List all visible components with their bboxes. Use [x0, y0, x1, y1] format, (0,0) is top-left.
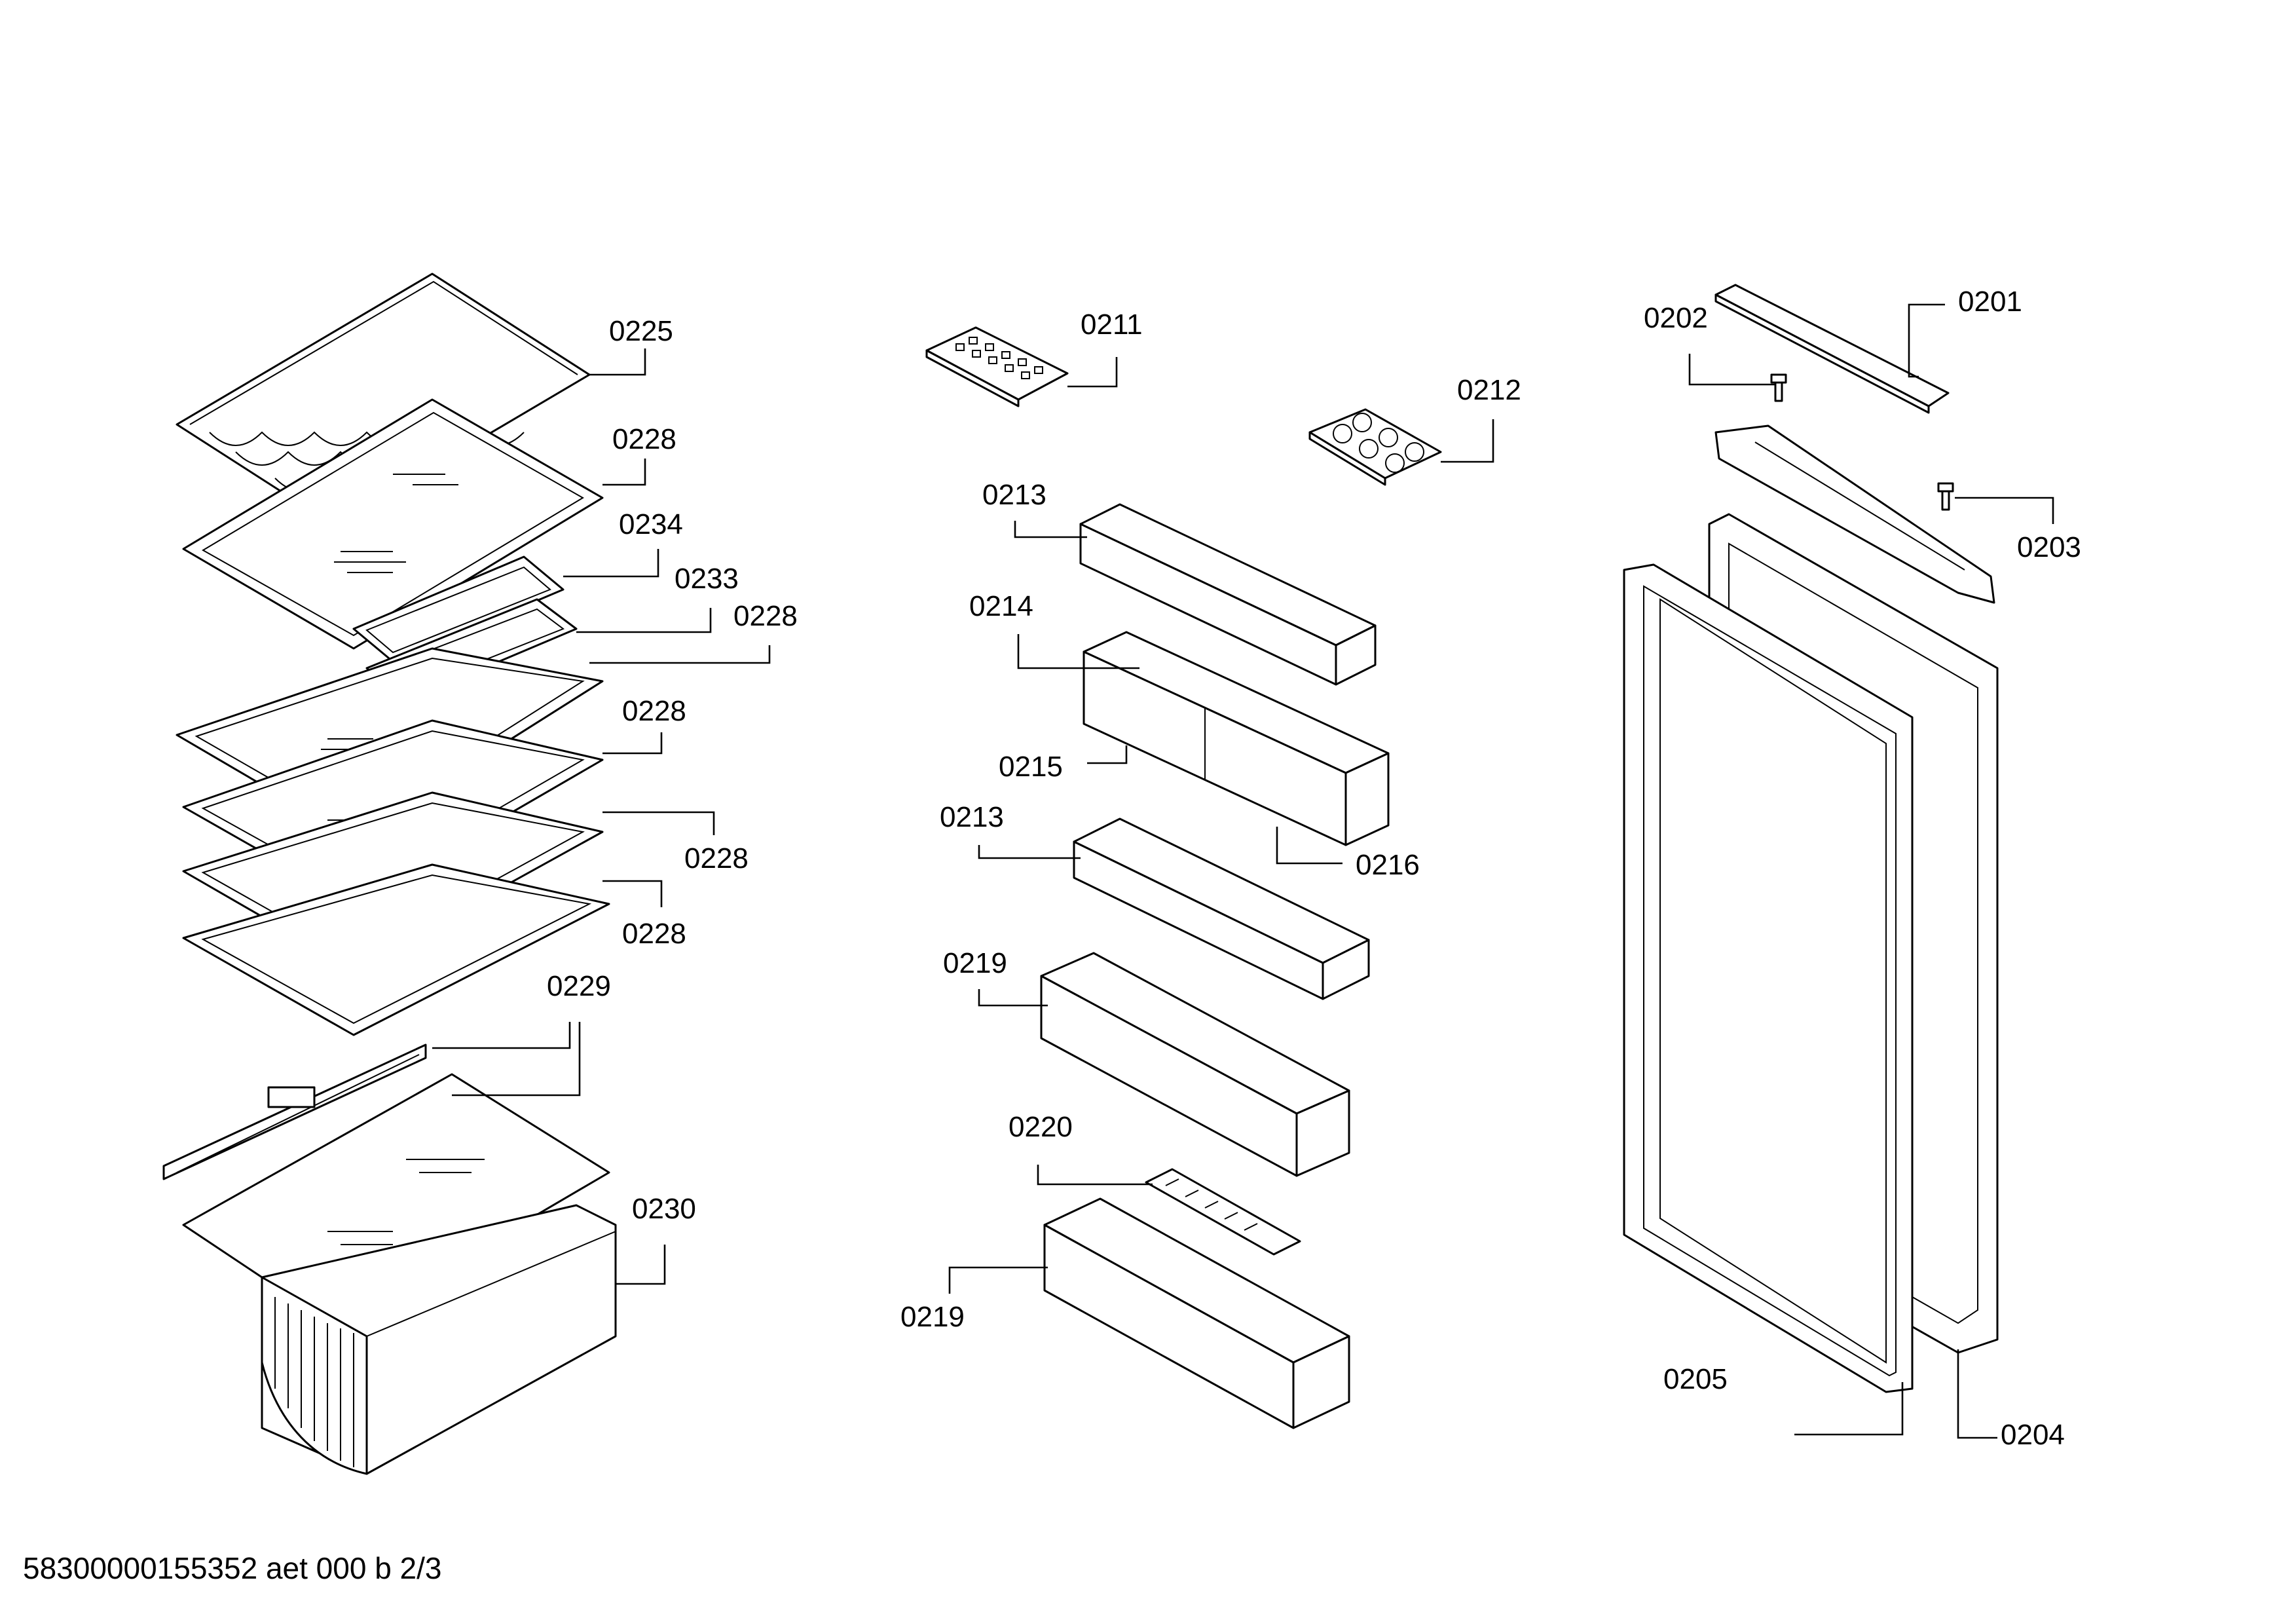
label-0220: 0220 [1009, 1111, 1073, 1143]
glass-shelf-part-0228-5 [182, 863, 610, 1036]
label-0212: 0212 [1457, 374, 1521, 406]
label-0214: 0214 [969, 590, 1033, 622]
label-0215: 0215 [999, 751, 1063, 783]
label-0233: 0233 [675, 563, 739, 595]
label-0225: 0225 [609, 315, 673, 347]
right-door-assembly [1623, 284, 2054, 1439]
label-0204: 0204 [2001, 1419, 2065, 1451]
label-0229: 0229 [547, 970, 611, 1002]
label-0203: 0203 [2017, 531, 2081, 563]
label-0205: 0205 [1663, 1363, 1728, 1395]
label-0211: 0211 [1081, 309, 1143, 341]
small-tray-part-0234 [352, 555, 565, 663]
bottle-retainer-part-0220 [1145, 1168, 1301, 1256]
door-bin-part-0213-2 [1073, 817, 1370, 1000]
label-0202: 0202 [1644, 302, 1708, 334]
label-0228-4: 0228 [684, 842, 749, 874]
label-0213-1: 0213 [982, 479, 1046, 511]
door-trim-part-0201 [1714, 284, 1950, 414]
part-labels: 0225 0228 0234 0233 0228 0228 0228 0228 … [547, 286, 2081, 1451]
ice-tray-part-0211 [925, 326, 1069, 407]
covered-door-bin-part-0214 [1083, 631, 1390, 846]
label-0201: 0201 [1958, 286, 2022, 318]
screw-part-0203 [1937, 482, 1954, 511]
label-0228-3: 0228 [622, 695, 686, 727]
label-0213-2: 0213 [940, 801, 1004, 833]
label-0234: 0234 [619, 508, 683, 540]
document-code: 58300000155352 aet 000 b 2/3 [23, 1551, 442, 1585]
label-0216: 0216 [1356, 849, 1420, 881]
label-0219-2: 0219 [900, 1301, 965, 1333]
screw-part-0202 [1770, 373, 1787, 402]
label-0228-2: 0228 [733, 600, 798, 632]
bottle-bin-part-0219-2 [1043, 1197, 1350, 1429]
middle-door-bins [925, 326, 1494, 1429]
bottle-bin-part-0219-1 [1040, 952, 1350, 1177]
label-0228-1: 0228 [612, 423, 676, 455]
glass-shelf-part-0228-1 [182, 398, 604, 650]
crisper-cover-part-0229 [162, 1043, 610, 1331]
label-0230: 0230 [632, 1193, 696, 1225]
label-0228-5: 0228 [622, 918, 686, 950]
egg-tray-part-0212 [1308, 408, 1442, 486]
crisper-drawer-part-0230 [261, 1204, 617, 1475]
label-0219-1: 0219 [943, 947, 1007, 979]
left-shelf-assembly [162, 272, 771, 1475]
hinge-bracket [1714, 424, 1995, 604]
door-gasket-part-0205 [1623, 563, 1914, 1393]
door-bin-part-0213-1 [1079, 503, 1377, 686]
